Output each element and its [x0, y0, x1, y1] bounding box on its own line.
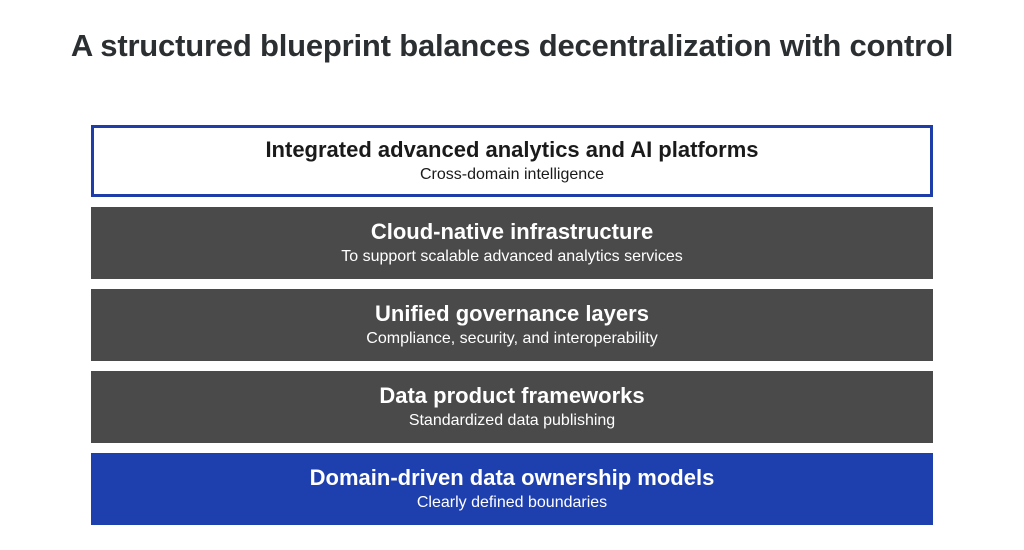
layer-subtitle: Clearly defined boundaries — [416, 494, 608, 511]
blueprint-layer-stack: Integrated advanced analytics and AI pla… — [91, 125, 933, 525]
layer-data-product-frameworks: Data product frameworks Standardized dat… — [91, 371, 933, 443]
layer-subtitle: Cross-domain intelligence — [419, 166, 605, 183]
layer-heading: Integrated advanced analytics and AI pla… — [265, 137, 759, 162]
layer-heading: Cloud-native infrastructure — [370, 219, 654, 244]
layer-subtitle: Standardized data publishing — [408, 412, 616, 429]
layer-heading: Unified governance layers — [375, 301, 649, 326]
layer-heading: Domain-driven data ownership models — [309, 465, 715, 490]
layer-cloud-native-infrastructure: Cloud-native infrastructure To support s… — [91, 207, 933, 279]
layer-domain-driven-ownership: Domain-driven data ownership models Clea… — [91, 453, 933, 525]
layer-subtitle: To support scalable advanced analytics s… — [341, 248, 683, 265]
page-title: A structured blueprint balances decentra… — [70, 28, 954, 63]
layer-analytics-ai-platforms: Integrated advanced analytics and AI pla… — [91, 125, 933, 197]
layer-heading: Data product frameworks — [379, 383, 645, 408]
layer-unified-governance: Unified governance layers Compliance, se… — [91, 289, 933, 361]
layer-subtitle: Compliance, security, and interoperabili… — [366, 330, 658, 347]
